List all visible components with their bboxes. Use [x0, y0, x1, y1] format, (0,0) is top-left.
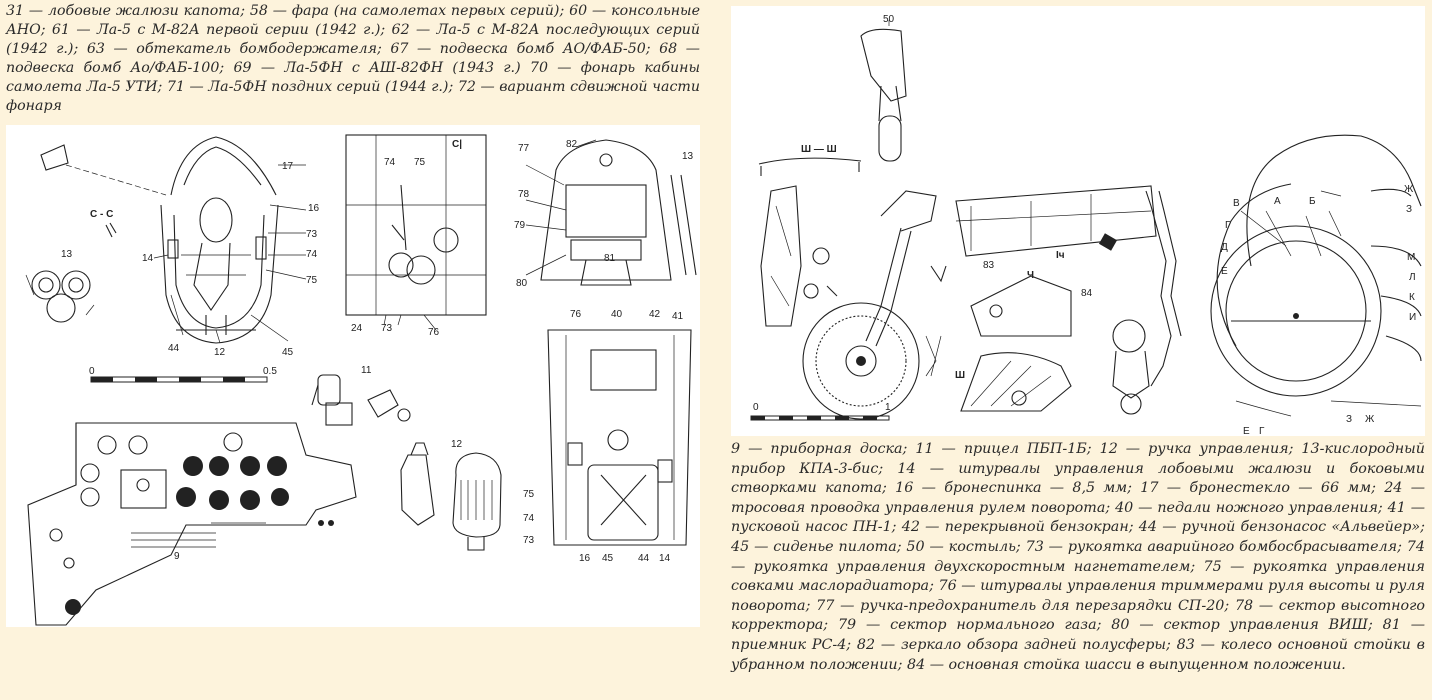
section-ch-mark: Iч: [1056, 250, 1065, 261]
label-74: 74: [306, 249, 318, 260]
scale-bar-right: [750, 415, 890, 421]
small-parts-drawing: [803, 247, 947, 377]
label-11: 11: [361, 365, 372, 376]
label-c80: 80: [516, 278, 528, 289]
section-sh-sh-label: Ш — Ш: [801, 144, 837, 155]
section-sh-sh: [758, 157, 862, 176]
label-c77: 77: [518, 143, 530, 154]
cowling-view-drawing: [1210, 134, 1422, 417]
label-14: 14: [142, 253, 154, 264]
label-16: 16: [308, 203, 320, 214]
label-bottom-zh: Ж: [1365, 414, 1375, 425]
cockpit-technical-drawing: 17 16 73 74 75 14 44 12 45 13 С - С 0 0.…: [25, 134, 697, 626]
main-gear-extended-drawing: [802, 190, 937, 420]
section-c: С|: [452, 139, 462, 150]
label-l: Л: [1409, 272, 1416, 283]
label-13: 13: [61, 249, 73, 260]
label-83: 83: [983, 260, 995, 271]
label-c76: 76: [428, 327, 440, 338]
label-i: И: [1409, 312, 1416, 323]
label-bottom-e: Е: [1243, 426, 1250, 436]
label-a: А: [1274, 196, 1281, 207]
section-sh: Ш: [955, 370, 965, 381]
label-z: З: [1406, 204, 1412, 215]
label-f74: 74: [523, 513, 535, 524]
label-f40: 40: [611, 309, 623, 320]
label-zh: Ж: [1404, 184, 1414, 195]
oxygen-device: [25, 270, 95, 323]
label-g: Г: [1225, 220, 1231, 231]
label-k: К: [1409, 292, 1415, 303]
label-e: Е: [1221, 266, 1228, 277]
label-c24: 24: [351, 323, 363, 334]
scale-right-end: 1: [885, 402, 891, 413]
wing-section-drawing: [760, 185, 802, 327]
label-44: 44: [168, 343, 180, 354]
wing-retracted-gear-drawing: [955, 185, 1182, 387]
scale-bar: [90, 376, 268, 383]
label-v: В: [1233, 198, 1240, 209]
instrument-panel-drawing: [27, 422, 357, 626]
label-d: Д: [1221, 242, 1228, 253]
label-50: 50: [883, 14, 895, 25]
label-75: 75: [306, 275, 318, 286]
label-84: 84: [1081, 288, 1093, 299]
scale-right-start: 0: [753, 402, 759, 413]
gunsight-drawing: [311, 374, 411, 426]
label-45: 45: [282, 347, 294, 358]
control-stick-drawing: [400, 442, 502, 551]
label-9: 9: [174, 551, 180, 562]
label-b: Б: [1309, 196, 1316, 207]
drawing-cockpit: 17 16 73 74 75 14 44 12 45 13 С - С 0 0.…: [6, 125, 700, 627]
gear-leg-extended: [1112, 319, 1150, 415]
label-f75: 75: [523, 489, 535, 500]
label-c81: 81: [604, 253, 616, 264]
label-f41: 41: [672, 311, 684, 322]
caption-right: 9 — приборная доска; 11 — прицел ПБП-1Б;…: [731, 441, 1425, 673]
label-f14: 14: [659, 553, 671, 564]
cockpit-floor-view: [547, 329, 692, 546]
label-c13: 13: [682, 151, 694, 162]
cockpit-rear-view: [40, 136, 307, 344]
scale-start: 0: [89, 366, 95, 377]
label-c78: 78: [518, 189, 530, 200]
label-c79: 79: [514, 220, 526, 231]
drawing-landing-gear: 50 Ш — Ш 83 Iч 84 Ч: [731, 6, 1425, 436]
label-73: 73: [306, 229, 318, 240]
label-bottom-g: Г: [1259, 426, 1265, 436]
scale-end: 0.5: [263, 366, 277, 377]
label-c82: 82: [566, 139, 578, 150]
label-12: 12: [214, 347, 226, 358]
label-12b: 12: [451, 439, 463, 450]
label-17: 17: [282, 161, 294, 172]
label-c75: 75: [414, 157, 426, 168]
label-f45: 45: [602, 553, 614, 564]
label-f73: 73: [523, 535, 535, 546]
label-c73: 73: [381, 323, 393, 334]
tail-wheel-drawing: [860, 20, 907, 162]
left-console-drawing: [345, 134, 487, 331]
section-ch: Ч: [1027, 270, 1034, 281]
label-f44: 44: [638, 553, 650, 564]
label-c74: 74: [384, 157, 396, 168]
label-bottom-z: З: [1346, 414, 1352, 425]
caption-left: 31 — лобовые жалюзи капота; 58 — фара (н…: [6, 3, 700, 114]
landing-gear-technical-drawing: 50 Ш — Ш 83 Iч 84 Ч: [750, 14, 1422, 436]
label-f16: 16: [579, 553, 591, 564]
label-f42: 42: [649, 309, 661, 320]
section-c-c: С - С: [90, 209, 113, 220]
label-f76: 76: [570, 309, 582, 320]
cockpit-front-view: [525, 139, 697, 286]
section-ch-door: [960, 275, 1072, 412]
label-m: М: [1407, 252, 1415, 263]
